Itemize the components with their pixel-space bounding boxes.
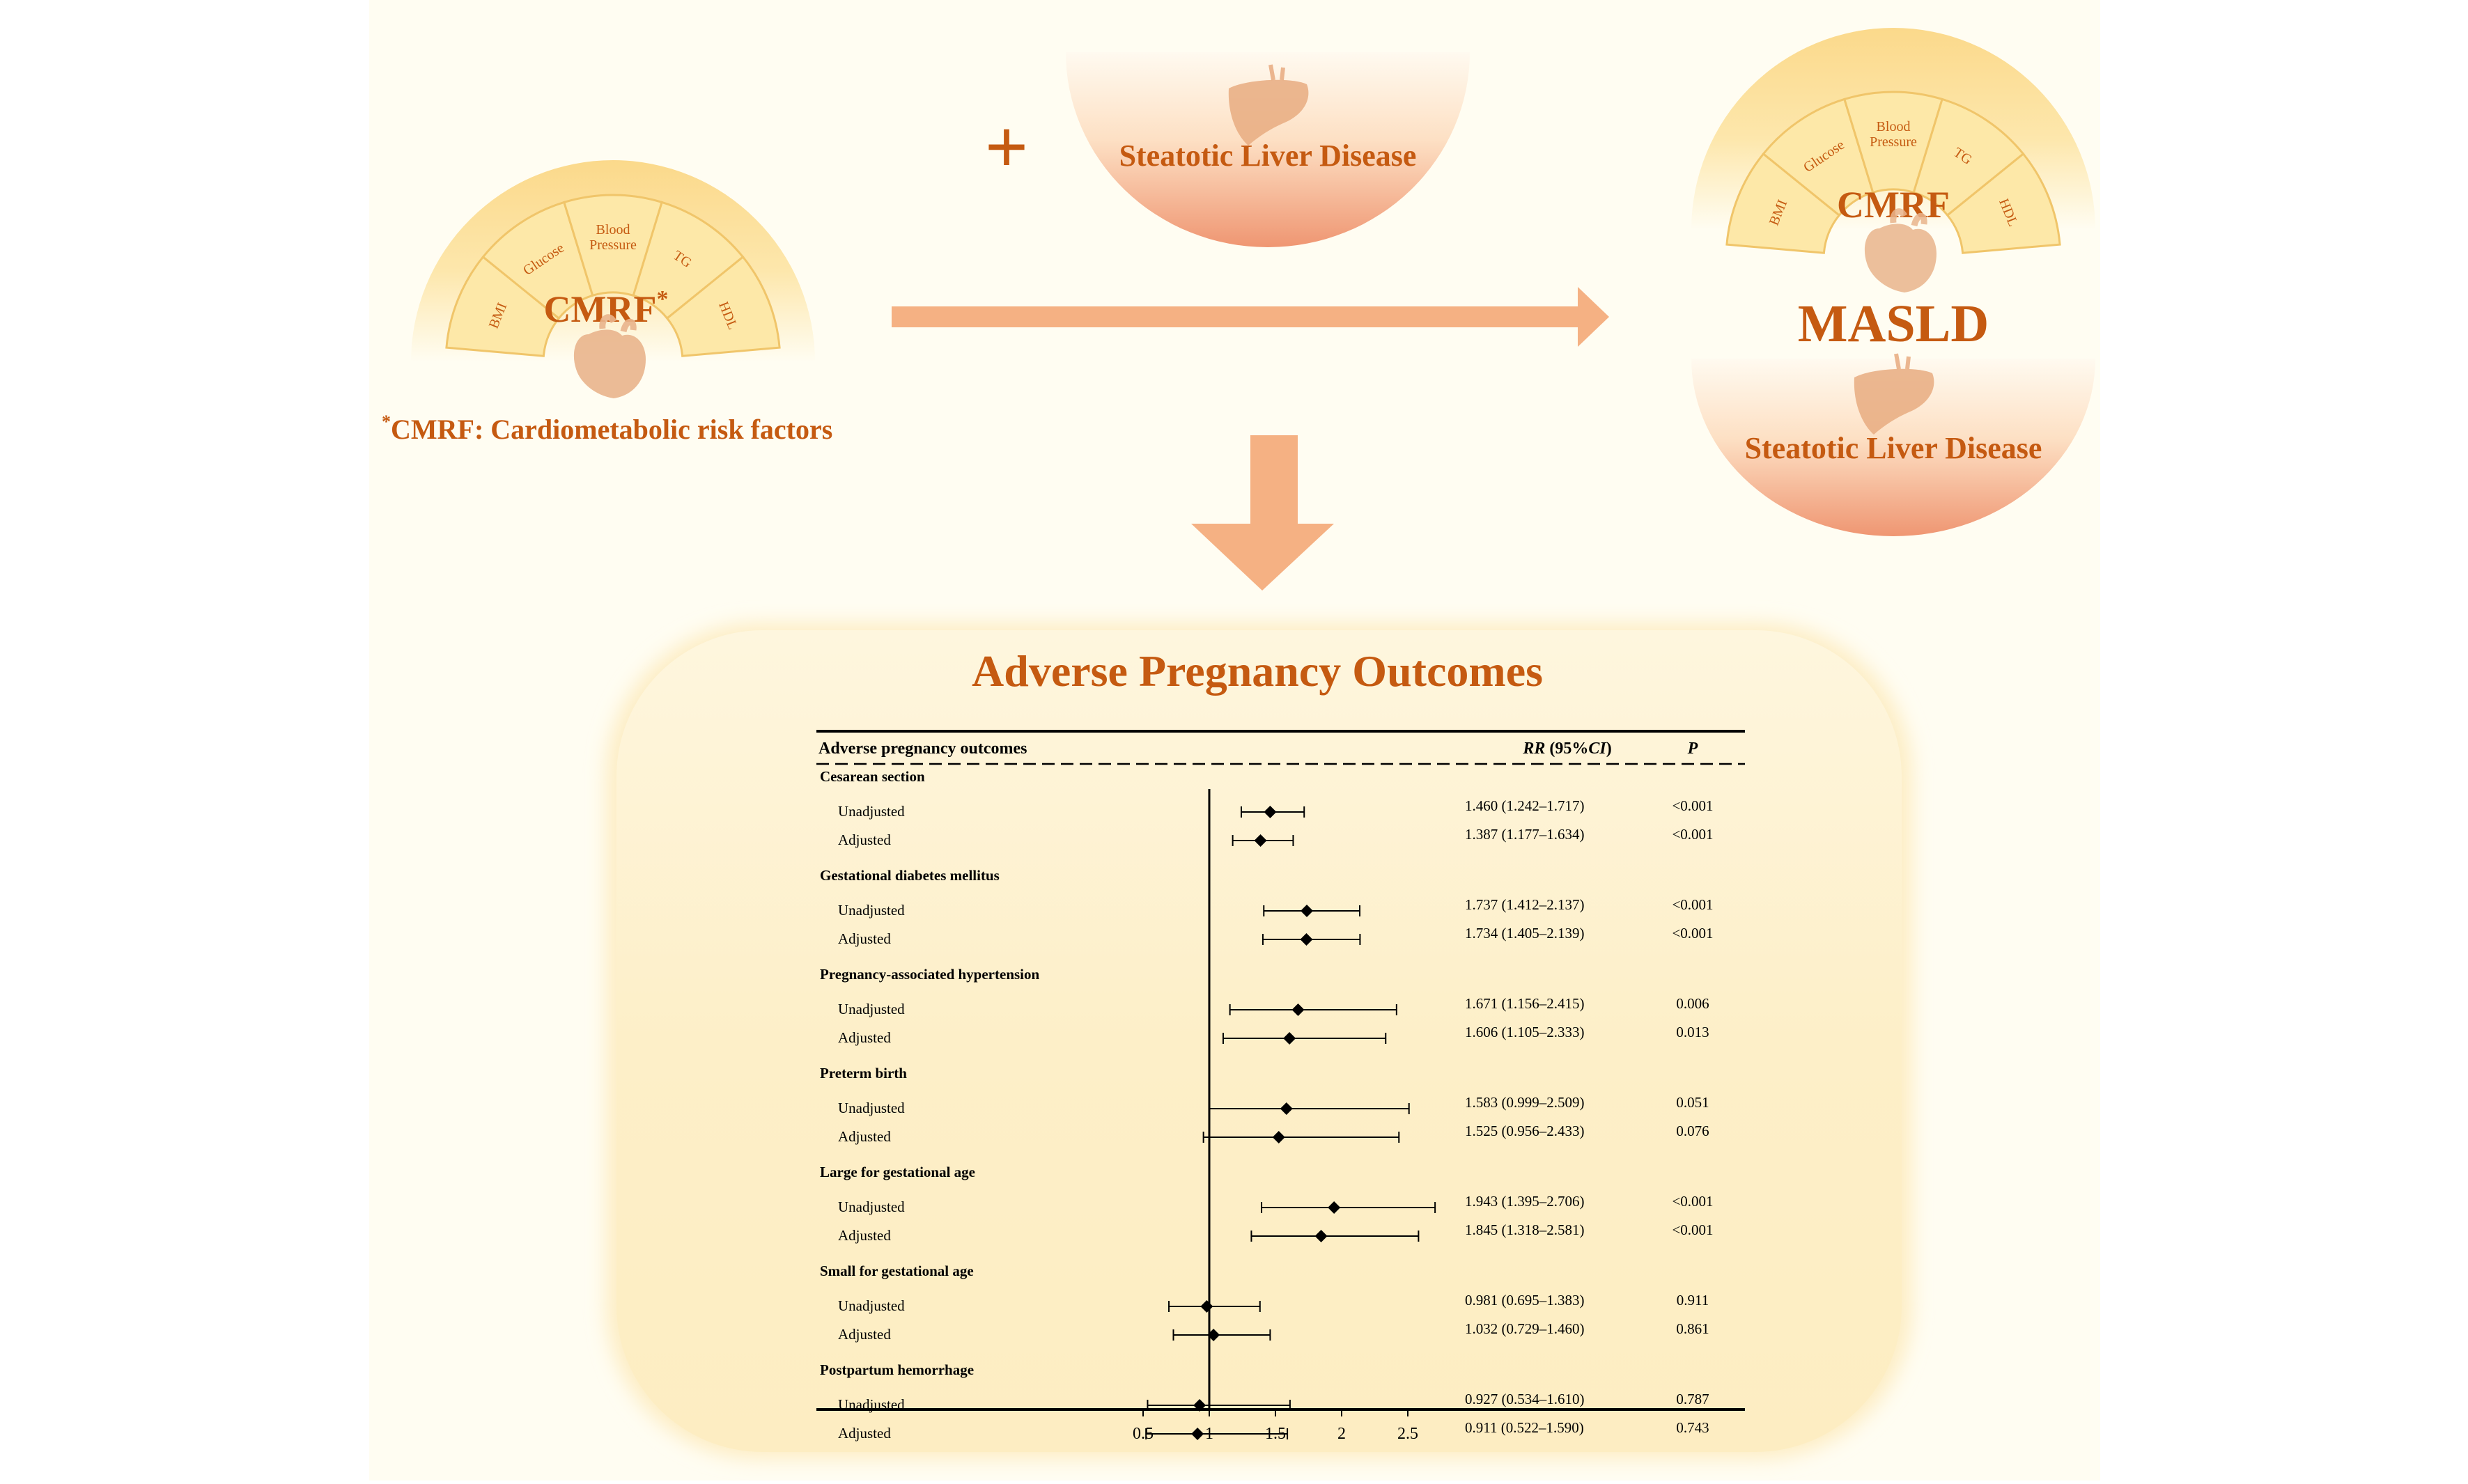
cmrf-label: CMRF* — [544, 286, 669, 330]
point-estimate-pregnancy-associated-hypertension-adjusted — [1283, 1032, 1296, 1045]
p-value-cesarean-section-unadjusted: <0.001 — [1672, 797, 1713, 814]
x-tick-label-4: 2.5 — [1397, 1425, 1418, 1443]
plus-sign: + — [985, 104, 1029, 189]
point-estimate-gestational-diabetes-mellitus-adjusted — [1300, 933, 1313, 946]
p-value-preterm-birth-adjusted: 0.076 — [1676, 1123, 1709, 1139]
steatotic-liver-bowl: Steatotic Liver Disease — [1066, 52, 1470, 247]
rr-ci-small-for-gestational-age-unadjusted: 0.981 (0.695–1.383) — [1465, 1292, 1585, 1309]
point-estimate-preterm-birth-unadjusted — [1280, 1102, 1293, 1115]
p-value-small-for-gestational-age-adjusted: 0.861 — [1676, 1320, 1709, 1337]
liver-icon — [1228, 64, 1309, 146]
forest-plot: Adverse pregnancy outcomes RR (95%CI) P … — [816, 730, 1745, 1443]
rr-ci-preterm-birth-unadjusted: 1.583 (0.999–2.509) — [1465, 1094, 1585, 1111]
point-estimate-large-for-gestational-age-adjusted — [1314, 1230, 1328, 1242]
point-estimate-preterm-birth-adjusted — [1272, 1131, 1285, 1143]
row-label-preterm-birth-adjusted: Adjusted — [838, 1128, 891, 1145]
group-cesarean-section: Cesarean section — [820, 768, 925, 785]
rr-ci-small-for-gestational-age-adjusted: 1.032 (0.729–1.460) — [1465, 1320, 1585, 1337]
p-value-gestational-diabetes-mellitus-unadjusted: <0.001 — [1672, 896, 1713, 913]
column-header-outcome: Adverse pregnancy outcomes — [818, 740, 1027, 758]
row-label-small-for-gestational-age-adjusted: Adjusted — [838, 1326, 891, 1343]
rr-ci-large-for-gestational-age-unadjusted: 1.943 (1.395–2.706) — [1465, 1193, 1585, 1210]
point-estimate-cesarean-section-unadjusted — [1264, 806, 1277, 818]
p-value-cesarean-section-adjusted: <0.001 — [1672, 826, 1713, 843]
masld-title: MASLD — [1798, 295, 1989, 353]
rr-ci-postpartum-hemorrhage-adjusted: 0.911 (0.522–1.590) — [1465, 1419, 1584, 1436]
p-value-large-for-gestational-age-unadjusted: <0.001 — [1672, 1193, 1713, 1210]
cmrf-footnote: *CMRF: Cardiometabolic risk factors — [382, 412, 832, 445]
row-label-gestational-diabetes-mellitus-unadjusted: Unadjusted — [838, 902, 905, 919]
row-label-pregnancy-associated-hypertension-adjusted: Adjusted — [838, 1029, 891, 1046]
p-value-pregnancy-associated-hypertension-unadjusted: 0.006 — [1676, 995, 1709, 1012]
column-header-p: P — [1687, 740, 1698, 758]
rr-ci-cesarean-section-adjusted: 1.387 (1.177–1.634) — [1465, 826, 1585, 843]
rr-ci-gestational-diabetes-mellitus-adjusted: 1.734 (1.405–2.139) — [1465, 925, 1585, 942]
rr-ci-postpartum-hemorrhage-unadjusted: 0.927 (0.534–1.610) — [1465, 1391, 1585, 1407]
rr-ci-large-for-gestational-age-adjusted: 1.845 (1.318–2.581) — [1465, 1221, 1585, 1238]
row-label-small-for-gestational-age-unadjusted: Unadjusted — [838, 1297, 905, 1314]
row-label-pregnancy-associated-hypertension-unadjusted: Unadjusted — [838, 1001, 905, 1017]
down-arrow — [1191, 435, 1334, 591]
masld-liver-icon — [1854, 353, 1934, 435]
p-value-postpartum-hemorrhage-adjusted: 0.743 — [1676, 1419, 1709, 1436]
x-tick-label-1: 1 — [1205, 1425, 1213, 1443]
masld-liver-label: Steatotic Liver Disease — [1745, 431, 2042, 465]
point-estimate-pregnancy-associated-hypertension-unadjusted — [1291, 1003, 1305, 1016]
cmrf-segment-hdl — [665, 255, 781, 357]
p-value-gestational-diabetes-mellitus-adjusted: <0.001 — [1672, 925, 1713, 942]
row-label-cesarean-section-unadjusted: Unadjusted — [838, 803, 905, 820]
masld-cmrf-segment-hdl — [1946, 152, 2061, 254]
x-tick-label-0: 0.5 — [1133, 1425, 1154, 1443]
row-label-preterm-birth-unadjusted: Unadjusted — [838, 1100, 905, 1116]
group-small-for-gestational-age: Small for gestational age — [820, 1263, 974, 1279]
row-label-gestational-diabetes-mellitus-adjusted: Adjusted — [838, 930, 891, 947]
right-arrow — [892, 287, 1609, 347]
outcomes-title: Adverse Pregnancy Outcomes — [972, 646, 1543, 696]
liver-label: Steatotic Liver Disease — [1119, 139, 1417, 173]
group-large-for-gestational-age: Large for gestational age — [820, 1164, 975, 1180]
p-value-postpartum-hemorrhage-unadjusted: 0.787 — [1676, 1391, 1709, 1407]
masld-bowl-background — [1691, 359, 2095, 536]
row-label-large-for-gestational-age-adjusted: Adjusted — [838, 1227, 891, 1244]
rr-ci-pregnancy-associated-hypertension-unadjusted: 1.671 (1.156–2.415) — [1465, 995, 1585, 1012]
p-value-large-for-gestational-age-adjusted: <0.001 — [1672, 1221, 1713, 1238]
rr-ci-pregnancy-associated-hypertension-adjusted: 1.606 (1.105–2.333) — [1465, 1024, 1585, 1040]
group-postpartum-hemorrhage: Postpartum hemorrhage — [820, 1361, 974, 1378]
point-estimate-small-for-gestational-age-adjusted — [1207, 1329, 1220, 1341]
rr-ci-cesarean-section-unadjusted: 1.460 (1.242–1.717) — [1465, 797, 1585, 814]
row-label-cesarean-section-adjusted: Adjusted — [838, 831, 891, 848]
group-preterm-birth: Preterm birth — [820, 1065, 907, 1081]
rr-ci-preterm-birth-adjusted: 1.525 (0.956–2.433) — [1465, 1123, 1585, 1139]
rr-ci-gestational-diabetes-mellitus-unadjusted: 1.737 (1.412–2.137) — [1465, 896, 1585, 913]
liver-bowl-background — [1066, 52, 1470, 247]
group-pregnancy-associated-hypertension: Pregnancy-associated hypertension — [820, 966, 1040, 983]
x-tick-label-2: 1.5 — [1265, 1425, 1286, 1443]
heart-icon — [573, 314, 646, 398]
p-value-pregnancy-associated-hypertension-adjusted: 0.013 — [1676, 1024, 1709, 1040]
p-value-small-for-gestational-age-unadjusted: 0.911 — [1677, 1292, 1709, 1309]
column-header-rr: RR (95%CI) — [1522, 740, 1611, 758]
p-value-preterm-birth-unadjusted: 0.051 — [1676, 1094, 1709, 1111]
point-estimate-postpartum-hemorrhage-adjusted — [1191, 1428, 1204, 1440]
masld-heart-icon — [1864, 208, 1937, 292]
point-estimate-cesarean-section-adjusted — [1254, 834, 1267, 847]
outcomes-panel — [616, 630, 1902, 1452]
point-estimate-large-for-gestational-age-unadjusted — [1328, 1201, 1341, 1214]
point-estimate-gestational-diabetes-mellitus-unadjusted — [1301, 905, 1314, 917]
group-gestational-diabetes-mellitus: Gestational diabetes mellitus — [820, 867, 1000, 884]
row-label-postpartum-hemorrhage-adjusted: Adjusted — [838, 1425, 891, 1442]
row-label-large-for-gestational-age-unadjusted: Unadjusted — [838, 1198, 905, 1215]
x-tick-label-3: 2 — [1337, 1425, 1346, 1443]
